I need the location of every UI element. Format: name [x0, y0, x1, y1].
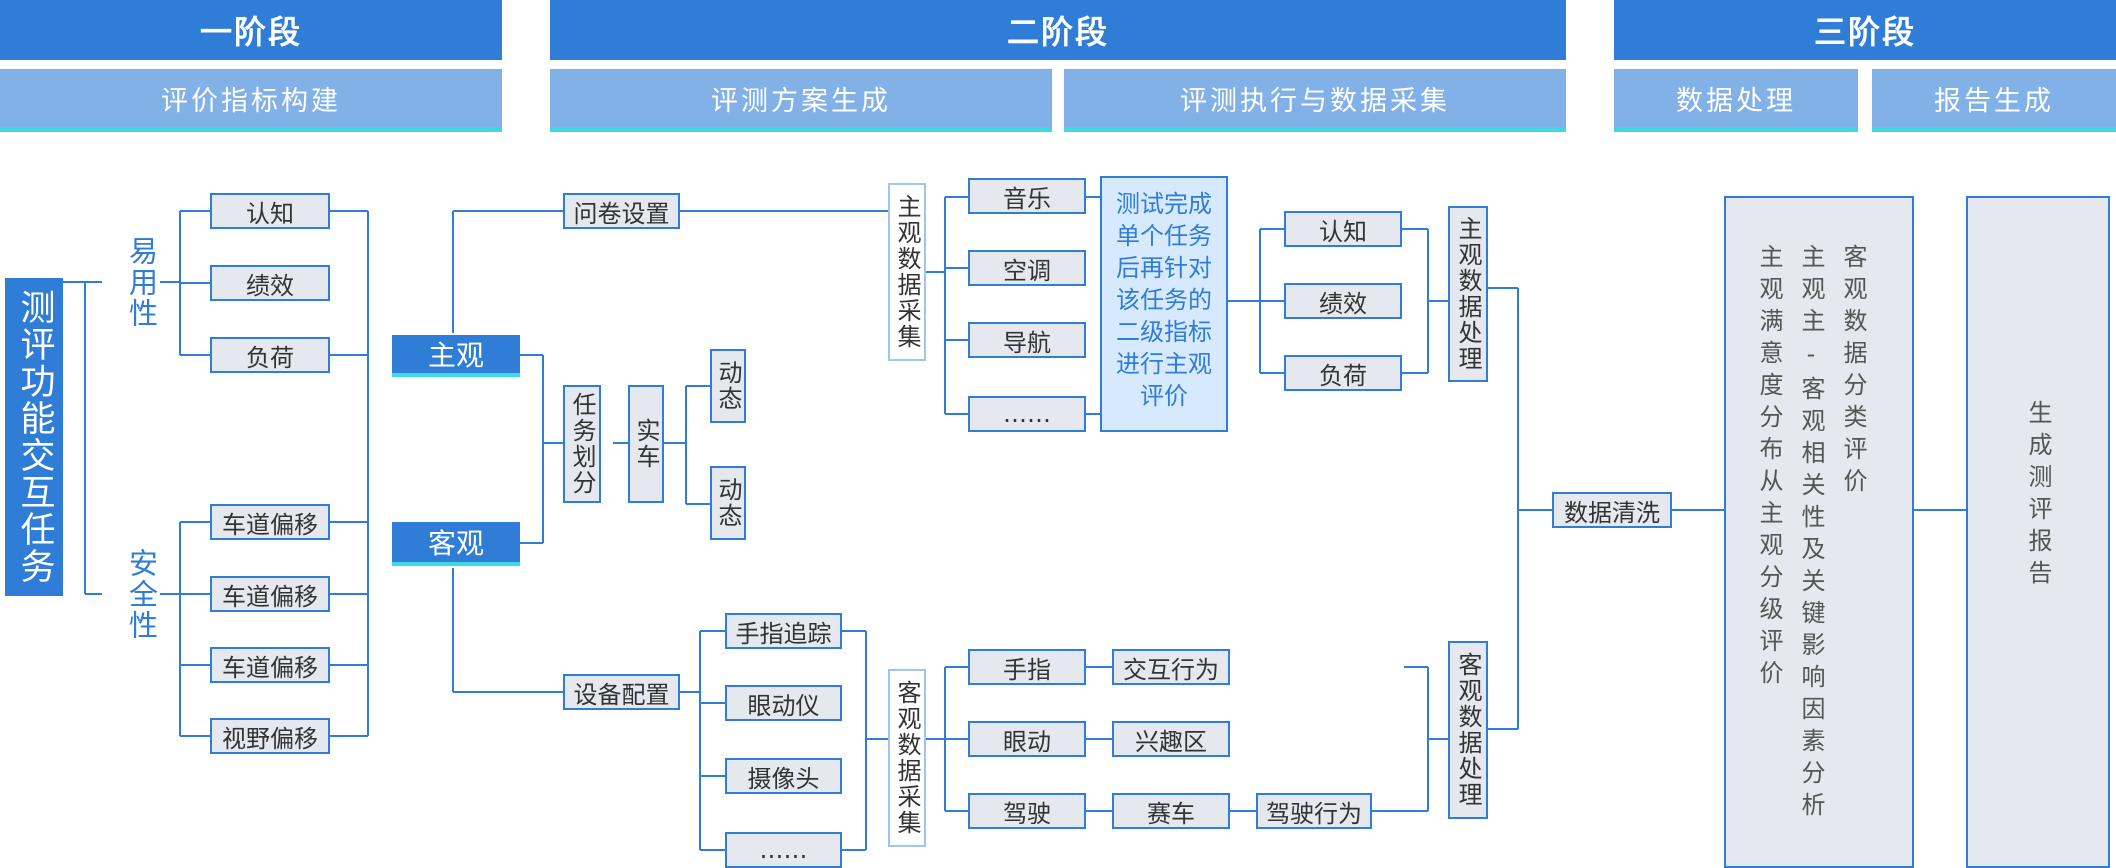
- subjective-processing-box: 主观数据处理: [1448, 206, 1488, 382]
- stage-3-header: 三阶段: [1614, 0, 2116, 60]
- safety-item-2: 车道偏移: [210, 576, 330, 612]
- report-panel: [1966, 196, 2110, 868]
- finger-interaction-behavior: 交互行为: [1112, 649, 1230, 685]
- device-finger-tracking: 手指追踪: [725, 613, 842, 649]
- questionnaire-box: 问卷设置: [563, 193, 680, 229]
- stage-1-sub: 评价指标构建: [0, 69, 502, 132]
- stage-2-sub-b: 评测执行与数据采集: [1064, 69, 1566, 132]
- subjective-eval-note: 测试完成单个任务后再针对该任务的二级指标进行主观评价: [1100, 176, 1228, 432]
- stage-3-sub-b: 报告生成: [1872, 69, 2116, 132]
- usability-label: 易用性: [124, 235, 159, 329]
- stage-1-header: 一阶段: [0, 0, 502, 60]
- stage-2-header: 二阶段: [550, 0, 1566, 60]
- task-division-box: 任务划分: [563, 385, 601, 503]
- source-eye: 眼动: [968, 721, 1086, 757]
- real-car-box: 实车: [628, 385, 664, 503]
- objective-processing-box: 客观数据处理: [1448, 641, 1488, 819]
- analysis-panel: [1724, 196, 1914, 868]
- scenario-more: ……: [968, 396, 1086, 432]
- driving-behavior: 驾驶行为: [1256, 793, 1372, 829]
- safety-item-1: 车道偏移: [210, 504, 330, 540]
- objective-tag: 客观: [392, 522, 520, 566]
- scenario-navigation: 导航: [968, 322, 1086, 358]
- usability-item-performance: 绩效: [210, 265, 330, 301]
- subjective-collection-box: 主观数据采集: [888, 183, 926, 361]
- scenario-ac: 空调: [968, 250, 1086, 286]
- dynamic-box-2: 动态: [710, 466, 746, 540]
- eval-load: 负荷: [1284, 355, 1402, 391]
- analysis-correlation: 主观主-客观相关性及关键影响因素分析: [1797, 244, 1825, 824]
- device-camera: 摄像头: [725, 758, 842, 794]
- eval-performance: 绩效: [1284, 283, 1402, 319]
- analysis-objective-classification: 客观数据分类评价: [1839, 244, 1867, 500]
- main-task: 测评功能交互任务: [5, 278, 63, 596]
- safety-label: 安全性: [124, 547, 159, 641]
- usability-item-load: 负荷: [210, 337, 330, 373]
- data-cleaning-box: 数据清洗: [1552, 492, 1672, 528]
- eye-interest-area: 兴趣区: [1112, 721, 1230, 757]
- stage-3-sub-a: 数据处理: [1614, 69, 1858, 132]
- source-driving: 驾驶: [968, 793, 1086, 829]
- eval-cognition: 认知: [1284, 211, 1402, 247]
- subjective-tag: 主观: [392, 335, 520, 377]
- report-text: 生成测评报告: [2024, 400, 2052, 592]
- stage-2-sub-a: 评测方案生成: [550, 69, 1052, 132]
- dynamic-box-1: 动态: [710, 349, 746, 423]
- device-config-box: 设备配置: [563, 674, 680, 710]
- source-finger: 手指: [968, 649, 1086, 685]
- safety-item-4: 视野偏移: [210, 718, 330, 754]
- objective-collection-box: 客观数据采集: [888, 669, 926, 847]
- driving-race: 赛车: [1112, 793, 1230, 829]
- scenario-music: 音乐: [968, 178, 1086, 214]
- device-more: ……: [725, 832, 842, 868]
- analysis-subjective-distribution: 主观满意度分布从主观分级评价: [1755, 244, 1783, 692]
- device-eye-tracker: 眼动仪: [725, 685, 842, 721]
- safety-item-3: 车道偏移: [210, 647, 330, 683]
- usability-item-cognition: 认知: [210, 193, 330, 229]
